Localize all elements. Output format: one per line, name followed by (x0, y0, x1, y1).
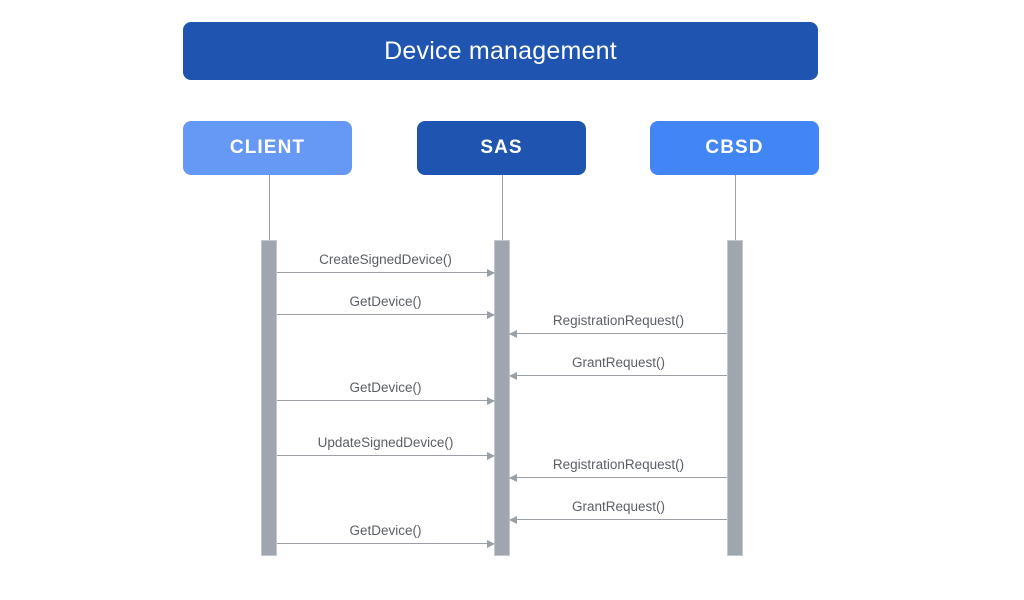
participant-client[interactable]: CLIENT (183, 121, 352, 175)
arrow-left-icon (509, 473, 517, 482)
participant-client-label: CLIENT (229, 137, 306, 158)
message-label: GetDevice() (349, 380, 422, 395)
lifeline-sas (502, 175, 503, 240)
page-title: Device management (384, 36, 617, 65)
message-arrow: GetDevice() (277, 523, 495, 548)
message-label: UpdateSignedDevice() (317, 435, 454, 450)
message-arrow: RegistrationRequest() (509, 313, 727, 338)
arrow-right-icon (487, 310, 495, 319)
message-arrow: CreateSignedDevice() (277, 252, 495, 277)
arrow-left-icon (509, 371, 517, 380)
message-label: RegistrationRequest() (552, 313, 685, 328)
arrow-left-icon (509, 329, 517, 338)
message-arrow: RegistrationRequest() (509, 457, 727, 482)
message-label: RegistrationRequest() (552, 457, 685, 472)
participant-cbsd-label: CBSD (705, 137, 764, 158)
activation-bar-cbsd (727, 240, 743, 556)
participant-sas[interactable]: SAS (417, 121, 586, 175)
activation-bar-sas (494, 240, 510, 556)
arrow-right-icon (487, 268, 495, 277)
participant-sas-label: SAS (480, 137, 523, 158)
activation-bar-client (261, 240, 277, 556)
lifeline-client (269, 175, 270, 240)
message-label: GrantRequest() (571, 499, 666, 514)
arrow-right-icon (487, 539, 495, 548)
message-arrow: GetDevice() (277, 294, 495, 319)
message-arrow: UpdateSignedDevice() (277, 435, 495, 460)
arrow-right-icon (487, 451, 495, 460)
message-label: CreateSignedDevice() (319, 252, 452, 267)
message-arrow: GetDevice() (277, 380, 495, 405)
message-arrow: GrantRequest() (509, 499, 727, 524)
message-arrow: GrantRequest() (509, 355, 727, 380)
arrow-left-icon (509, 515, 517, 524)
message-label: GrantRequest() (571, 355, 666, 370)
participant-cbsd[interactable]: CBSD (650, 121, 819, 175)
lifeline-cbsd (735, 175, 736, 240)
arrow-right-icon (487, 396, 495, 405)
diagram-title-bar: Device management (183, 22, 818, 80)
message-label: GetDevice() (349, 294, 422, 309)
message-label: GetDevice() (349, 523, 422, 538)
